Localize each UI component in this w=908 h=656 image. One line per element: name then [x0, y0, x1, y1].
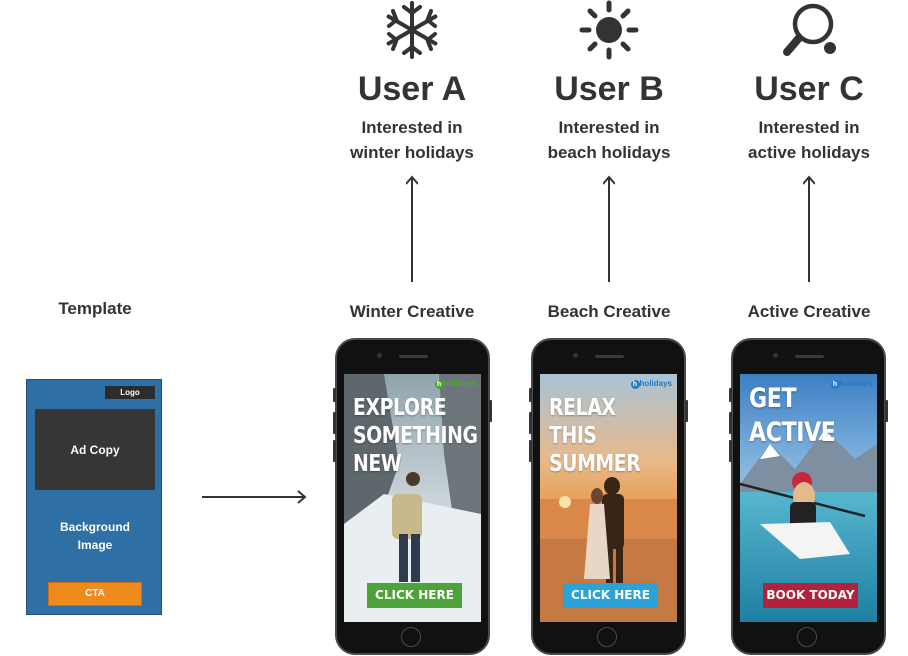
arrow-right-icon	[202, 490, 307, 504]
user-c-name: User C	[754, 70, 864, 108]
ping-pong-paddle-icon	[783, 3, 836, 56]
winter-click-here-button[interactable]: CLICK HERE	[367, 583, 462, 608]
beach-scene-image	[540, 374, 677, 622]
sun-icon	[579, 0, 639, 60]
arrow-up-icon	[603, 175, 615, 282]
user-a-name: User A	[357, 70, 467, 108]
snowflake-icon	[386, 1, 438, 59]
arrow-up-icon	[803, 175, 815, 282]
active-creative-label: Active Creative	[747, 302, 871, 321]
user-c-interest: Interested in active holidays	[748, 118, 870, 162]
arrow-up-icon	[406, 175, 418, 282]
home-button	[597, 627, 617, 647]
template-wireframe: Logo Ad Copy Background Image CTA	[26, 379, 162, 615]
beach-click-here-button[interactable]: CLICK HERE	[563, 583, 658, 608]
winter-creative-label: Winter Creative	[349, 302, 475, 321]
winter-headline: EXPLORE SOMETHING NEW	[353, 395, 478, 477]
active-headline: GET ACTIVE	[749, 383, 836, 448]
template-ad-copy-slot: Ad Copy	[35, 409, 155, 490]
home-button	[797, 627, 817, 647]
user-b-interest: Interested in beach holidays	[547, 118, 671, 162]
template-cta-slot: CTA	[48, 582, 142, 606]
home-button	[401, 627, 421, 647]
user-b-name: User B	[554, 70, 664, 108]
template-background-image-slot: Background Image	[59, 520, 130, 552]
user-a-interest: Interested in winter holidays	[350, 118, 474, 162]
template-logo-slot: Logo	[105, 386, 155, 399]
template-label: Template	[58, 299, 132, 318]
active-book-today-button[interactable]: BOOK TODAY	[763, 583, 858, 608]
beach-headline: RELAX THIS SUMMER	[549, 395, 641, 477]
beach-creative-label: Beach Creative	[547, 302, 671, 321]
